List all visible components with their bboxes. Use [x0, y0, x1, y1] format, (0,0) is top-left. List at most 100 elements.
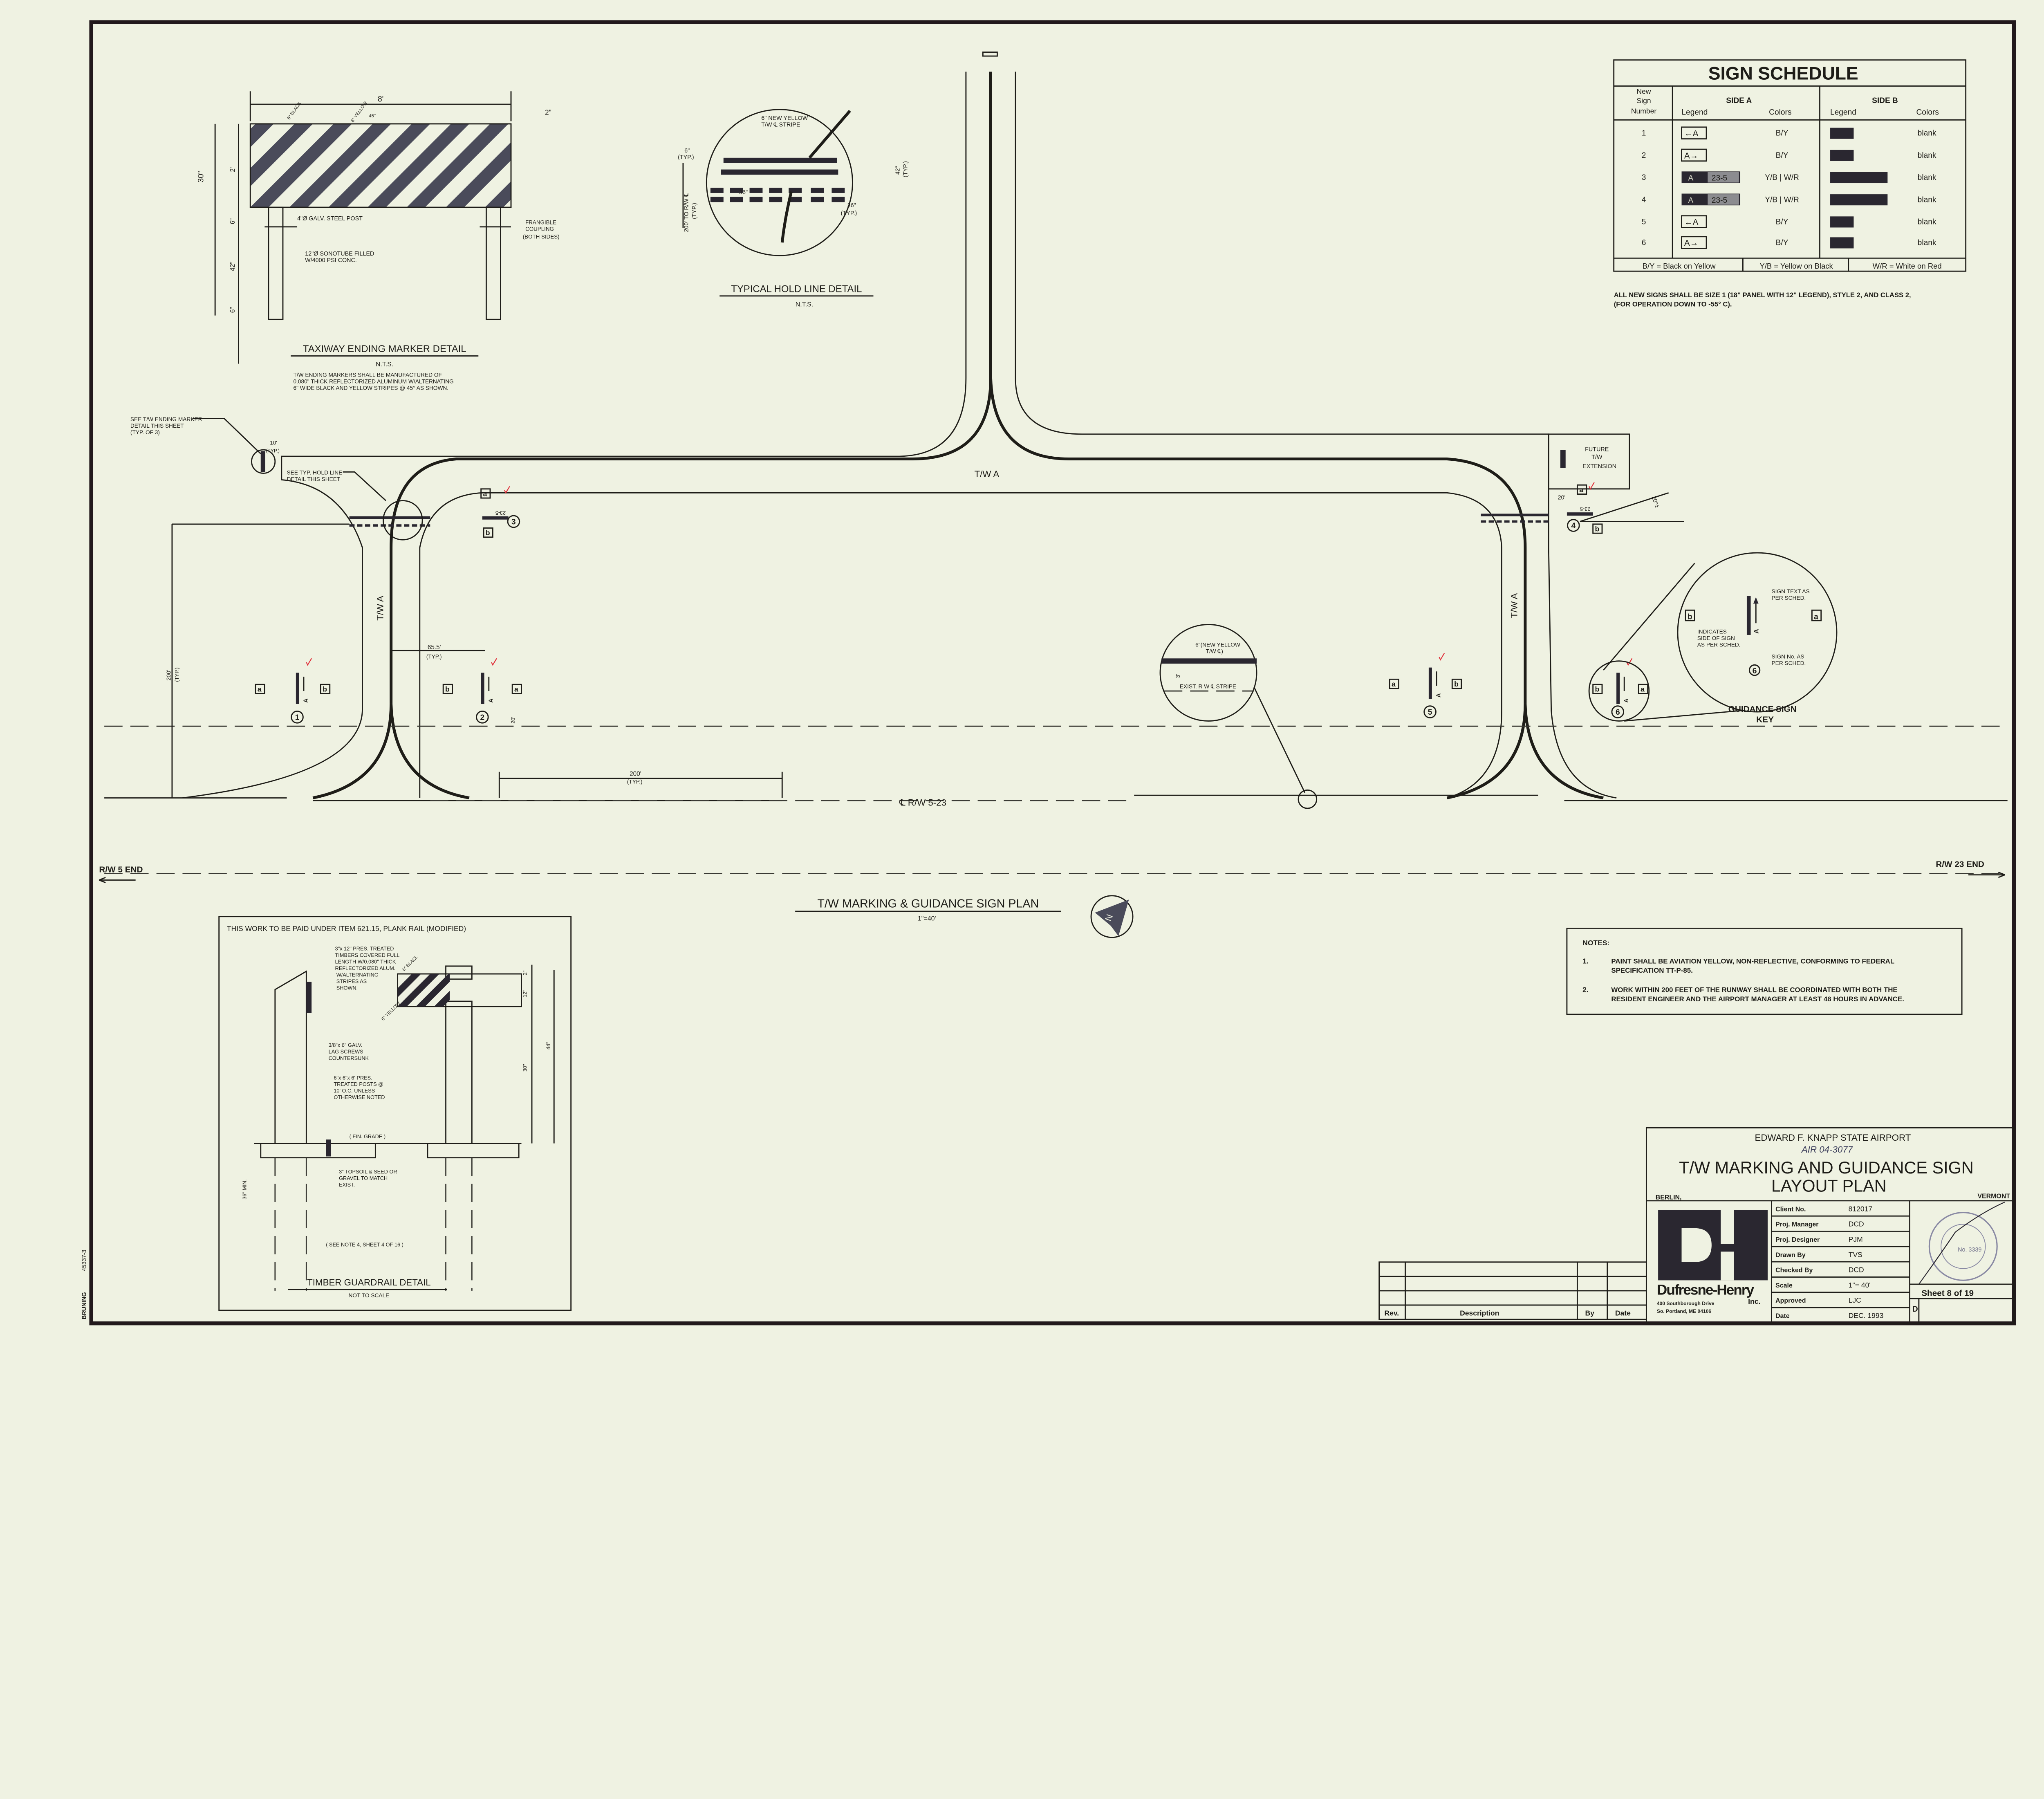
guardrail-label-7: SHOWN. [336, 985, 358, 991]
hold-label-1: 6" NEW YELLOW [761, 115, 808, 121]
sign-2-panel [481, 673, 484, 704]
side-b-blank-panel [1830, 150, 1854, 161]
title-field-label: Date [1775, 1313, 1790, 1320]
dim-10ft: 10' [270, 440, 277, 446]
drawing-sheet: 45337-3 BRUNING SIGN SCHEDULE New Sign N… [81, 20, 2016, 1326]
side-a-box [511, 684, 522, 694]
black-stripe [250, 123, 352, 208]
ending-marker-title: TAXIWAY ENDING MARKER DETAIL [303, 343, 466, 354]
rw5-end: R/W 5 END [99, 865, 143, 874]
runway-panel [1708, 194, 1739, 205]
sign-location-text: A [1436, 693, 1442, 698]
sign-number: 2 [480, 713, 485, 722]
future-3: EXTENSION [1582, 463, 1616, 470]
key-label-5: AS PER SCHED. [1697, 642, 1741, 648]
city: BERLIN, [1656, 1194, 1682, 1201]
guardrail-label-3: LENGTH W/0.080" THICK [335, 958, 396, 965]
state: VERMONT [1977, 1193, 2010, 1200]
key-side-b: b [1688, 613, 1692, 621]
sheet-number: Sheet 8 of 19 [1921, 1289, 1974, 1298]
schedule-colors-b: blank [1918, 238, 1936, 247]
sign-number-circle [1567, 519, 1580, 532]
striped-panel [250, 123, 511, 208]
key-sign-loc: A [1753, 629, 1760, 634]
title-field-label: Drawn By [1775, 1252, 1806, 1258]
dim-2in: 2" [545, 108, 551, 117]
stripe-label-exist: EXIST. R W ℄ STRIPE [1180, 684, 1236, 690]
label-sonotube: 12"Ø SONOTUBE FILLED [305, 251, 374, 257]
guardrail-2in: 2" [522, 971, 528, 976]
schedule-colors-a: B/Y [1776, 129, 1788, 138]
sign-runway-text: 23-5 [1580, 506, 1591, 512]
schedule-legend-runway: 23-5 [1712, 196, 1727, 205]
sign-number: 4 [1571, 522, 1576, 530]
guardrail-label-6: STRIPES AS [336, 978, 367, 984]
timber-guardrail-detail: THIS WORK TO BE PAID UNDER ITEM 621.15, … [218, 916, 572, 1311]
dim-45: 45° [369, 114, 376, 119]
runway-centerline-label: ℄ R/W 5-23 [899, 798, 946, 808]
schedule-colors-b: blank [1918, 151, 1936, 160]
checkmark-icon [1589, 482, 1595, 490]
title-field-value: LJC [1849, 1296, 1861, 1304]
checkmark-icon [306, 658, 312, 666]
guardrail-30in: 30" [522, 1064, 528, 1072]
runway-panel [1708, 172, 1739, 183]
stripe-label-1: 6"(NEW YELLOW [1195, 642, 1240, 648]
hold-line-detail: 6" NEW YELLOW T/W ℄ STRIPE 6" (TYP.) 42"… [678, 109, 909, 308]
guardrail-topsoil-1: 3" TOPSOIL & SEED OR [339, 1169, 397, 1175]
dim-65-typ: (TYP.) [426, 653, 442, 659]
hold-dash [749, 197, 763, 202]
guardrail-posts-3: 10' O.C. UNLESS [334, 1088, 375, 1094]
sign-number: 3 [511, 518, 516, 527]
hold-dash [789, 197, 802, 202]
label-frangible: FRANGIBLE [525, 219, 556, 225]
guidance-sign-key: A b a 6 SIGN TEXT AS PER SCHED. INDICATE… [1588, 552, 1838, 725]
side-b-box [320, 684, 331, 694]
schedule-legend-a: A [1688, 196, 1693, 205]
title-field-value: DCD [1849, 1266, 1864, 1274]
sign-number-circle [291, 711, 304, 724]
dim-200-bottom-typ: (TYP.) [627, 778, 643, 785]
sign-legend-panel [1681, 126, 1707, 140]
hold-42in-typ: (TYP.) [902, 161, 909, 177]
airport-name: EDWARD F. KNAPP STATE AIRPORT [1755, 1133, 1911, 1143]
guardrail-topsoil-2: GRAVEL TO MATCH [339, 1175, 388, 1181]
sign-number-circle [1423, 705, 1437, 718]
key-sign-number: 6 [1753, 667, 1757, 675]
rail-stripe [416, 974, 450, 1007]
schedule-row-number: 4 [1642, 195, 1646, 204]
hold-6in: 6" [684, 148, 690, 154]
dim-8ft: 8' [378, 95, 383, 104]
guardrail-label-2: TIMBERS COVERED FULL [335, 952, 400, 958]
checkmark-icon [1626, 658, 1633, 666]
hold-dash [811, 188, 824, 193]
key-by: B/Y = Black on Yellow [1643, 262, 1716, 270]
schedule-colors-a: Y/B | W/R [1765, 195, 1799, 204]
side-a-label: a [1579, 486, 1583, 494]
guardrail-44in: 44" [545, 1042, 551, 1050]
future-1: FUTURE [1585, 446, 1609, 453]
general-notes: NOTES: 1. PAINT SHALL BE AVIATION YELLOW… [1566, 927, 1963, 1015]
callout-hold-2: DETAIL THIS SHEET [287, 476, 341, 482]
key-label-4: SIDE OF SIGN [1697, 635, 1735, 642]
project-number: AIR 04-3077 [1801, 1144, 1853, 1155]
dim-200-left-typ: (TYP.) [174, 668, 180, 682]
schedule-legend-a: ←A [1684, 218, 1699, 227]
label-conc: W/4000 PSI CONC. [305, 257, 357, 264]
title-field-value: PJM [1849, 1235, 1863, 1243]
title-field-label: Client No. [1775, 1206, 1806, 1213]
ending-marker-detail: 8' 2" 6" BLACK 6" YELLOW 45° 30" 2' 6" 4… [197, 91, 560, 391]
callout-marker-3: (TYP. OF 3) [130, 429, 160, 435]
hold-6in-typ: (TYP.) [678, 154, 694, 161]
side-b-box [442, 684, 453, 694]
hold-dash [789, 188, 802, 193]
schedule-colors-b: blank [1918, 195, 1936, 204]
schedule-colors-b: blank [1918, 173, 1936, 182]
schedule-legend-a: A [1688, 174, 1693, 183]
dim-20-right: 20' [1558, 494, 1566, 501]
label-both-sides: (BOTH SIDES) [523, 234, 560, 240]
hold-dash [710, 197, 724, 202]
side-b-label: b [323, 685, 327, 693]
hold-dash [730, 188, 743, 193]
